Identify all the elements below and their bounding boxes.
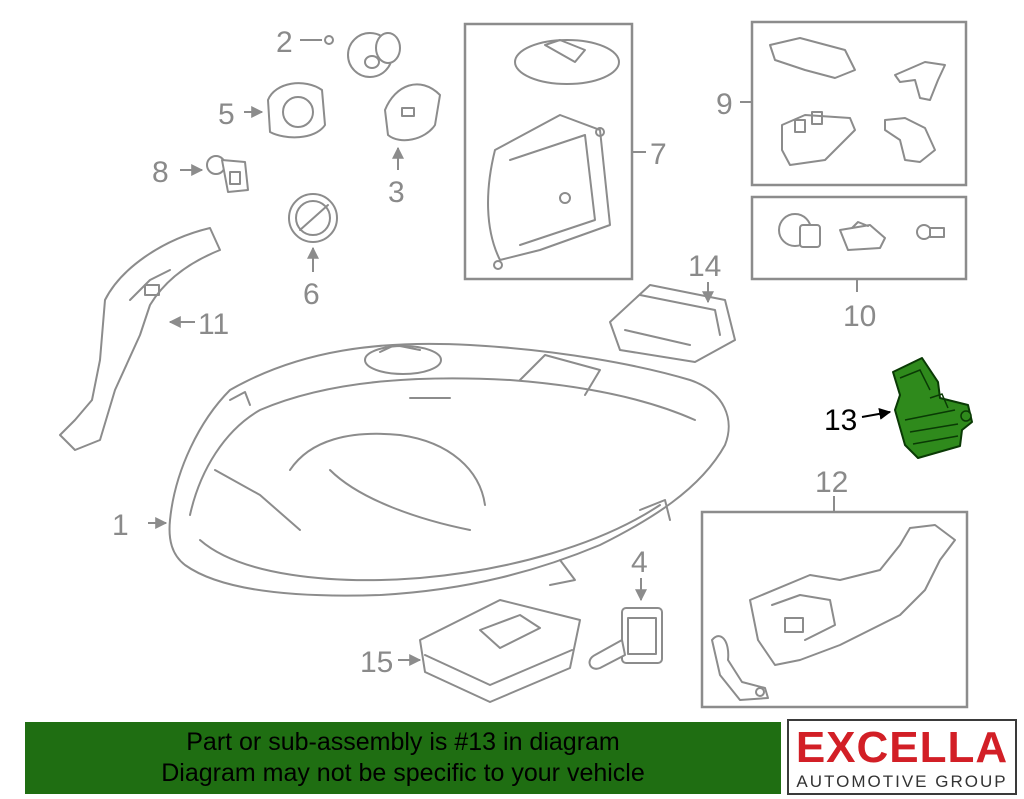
callout-5: 5 [218,98,235,131]
logo-name: EXCELLA [795,723,1009,772]
callout-2: 2 [276,26,293,59]
callout-8: 8 [152,156,169,189]
headlight-housing-part-1 [168,342,730,597]
callout-3: 3 [388,176,405,209]
callout-11: 11 [198,308,229,341]
callout-12: 12 [815,466,848,499]
ballast-part-15 [419,599,581,703]
callout-1: 1 [112,509,129,542]
retaining-ring-part-5 [267,82,326,139]
brackets-part-9 [769,37,946,166]
connector-part-8 [206,155,249,193]
callout-9: 9 [716,88,733,121]
bulb-socket-part-2 [324,32,401,78]
bulb-part-4 [588,607,663,670]
wiring-harness-part-12 [711,524,956,701]
callout-15: 15 [360,646,393,679]
callout-10: 10 [843,300,876,333]
banner-line-2: Diagram may not be specific to your vehi… [161,759,645,787]
excella-logo: EXCELLA AUTOMOTIVE GROUP [787,719,1017,795]
control-unit-part-13-highlighted [892,357,973,459]
info-banner: Part or sub-assembly is #13 in diagram D… [25,722,781,794]
module-part-14 [609,284,736,363]
callout-14: 14 [688,250,721,283]
callout-4: 4 [631,546,648,579]
fasteners-part-10 [778,213,945,251]
exploded-parts-diagram: 1 2 3 4 5 [59,20,973,709]
callout-7: 7 [650,138,667,171]
callout-13: 13 [824,404,857,437]
side-trim-part-11 [59,227,221,451]
banner-line-1: Part or sub-assembly is #13 in diagram [186,728,620,756]
cap-part-6 [288,193,338,243]
module-part-7 [487,39,620,270]
callout-6: 6 [303,278,320,311]
cover-part-3 [384,83,441,142]
logo-subtitle: AUTOMOTIVE GROUP [796,772,1008,791]
part-10-box [750,195,968,281]
part-9-box [750,20,968,187]
